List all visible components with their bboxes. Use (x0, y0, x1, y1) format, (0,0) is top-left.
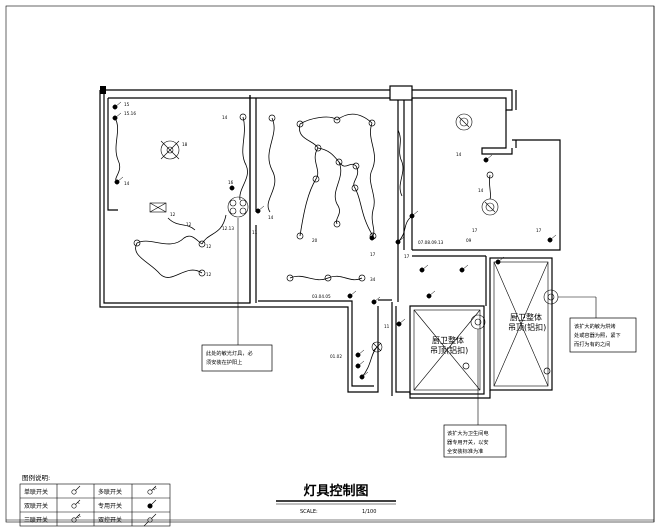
drawing-frame (5, 5, 655, 523)
label-n10: 12 (206, 244, 212, 249)
scale-label: SCALE: (300, 509, 318, 515)
scale-value: 1/100 (362, 509, 376, 515)
label-n4: 18 (182, 142, 188, 147)
triple-switch-icon (71, 513, 81, 523)
svg-text:此处的敏光灯具，必: 此处的敏光灯具，必 (206, 349, 254, 357)
multi-switch-icon (147, 485, 157, 495)
svg-text:厨卫整体: 厨卫整体 (432, 335, 464, 345)
title-block: 灯具控制图 SCALE: 1/100 (276, 483, 396, 515)
legend-double-switch-label: 双联开关 (24, 502, 48, 510)
label-n8: 11 (252, 230, 258, 235)
bath-fan-icon (470, 314, 486, 330)
label-n24: 14 (268, 215, 274, 220)
svg-text:全安装标准为准: 全安装标准为准 (447, 447, 483, 455)
bath-fan-icon-2 (543, 289, 559, 305)
svg-text:厨卫整体: 厨卫整体 (510, 312, 542, 322)
svg-text:该扩大为卫生间电: 该扩大为卫生间电 (447, 429, 489, 437)
dining-lamp-icon (481, 198, 499, 216)
svg-text:吊顶(铝扣): 吊顶(铝扣) (508, 322, 546, 332)
legend-dual-control-switch-label: 双控开关 (98, 516, 122, 524)
label-n11: 12 (206, 272, 212, 277)
label-n9: 20 (312, 238, 318, 243)
label-n23: 11 (384, 324, 390, 329)
svg-text:器专用开关，以安: 器专用开关，以安 (447, 438, 489, 446)
svg-text:处或容器为照，紧下: 处或容器为照，紧下 (574, 331, 621, 339)
label-n17: 14 (478, 188, 484, 193)
svg-text:而打为有的之间: 而打为有的之间 (574, 340, 610, 348)
label-n7: 12.13 (222, 226, 234, 231)
legend-triple-switch-label: 三联开关 (24, 516, 48, 524)
dual-control-switch-icon (143, 513, 157, 527)
label-n21: 03.04.05 (312, 294, 331, 299)
callout-bottom: 该扩大为卫生间电 器专用开关，以安 全安装标准为准 (443, 329, 507, 458)
label-n20: 34 (370, 277, 376, 282)
double-switch-icon (71, 499, 81, 509)
label-n13: 12 (186, 222, 192, 227)
fixtures (112, 101, 559, 380)
label-n25: 17 (404, 254, 410, 259)
label-n16: 14 (456, 152, 462, 157)
label-n14: 17 (370, 252, 376, 257)
single-switch-icon (71, 485, 81, 495)
legend-header: 图例说明: (22, 473, 50, 482)
legend-single-switch-label: 单联开关 (24, 488, 48, 496)
svg-text:吊顶(铝扣): 吊顶(铝扣) (430, 345, 468, 355)
dedicated-switch-icon (147, 499, 157, 509)
callout-right: 该扩大的敏为烘烤 处或容器为照，紧下 而打为有的之间 (558, 296, 637, 353)
svg-text:该扩大的敏为烘烤: 该扩大的敏为烘烤 (574, 322, 616, 330)
drawing-title: 灯具控制图 (303, 483, 368, 499)
kitchen-lamp-icon (455, 113, 473, 131)
bath1-label: 厨卫整体 吊顶(铝扣) (430, 335, 468, 355)
svg-text:须安装在护阳上: 须安装在护阳上 (206, 358, 242, 366)
bath2-label: 厨卫整体 吊顶(铝扣) (508, 312, 546, 332)
label-n5: 14 (124, 181, 130, 186)
label-n26: 09 (466, 238, 472, 243)
legend: 图例说明: 单联开关 双联开关 三联开关 多联开关 专用开关 双控开关 (19, 473, 171, 527)
label-n1: 15 (124, 102, 130, 107)
wall-box-icon (149, 202, 167, 213)
label-n15: 07.08.09.13 (418, 240, 444, 245)
label-n2: 15.16 (124, 111, 136, 116)
label-n6: 16 (228, 180, 234, 185)
label-n12: 12 (170, 212, 176, 217)
ceiling-lamp-icon (160, 140, 180, 160)
label-n19: 17 (536, 228, 542, 233)
combo-lamp-icon (227, 196, 249, 218)
callout-left: 此处的敏光灯具，必 须安装在护阳上 (201, 218, 273, 372)
wiring (114, 113, 491, 378)
legend-dedicated-switch-label: 专用开关 (98, 502, 122, 510)
legend-multi-switch-label: 多联开关 (98, 488, 122, 496)
label-n18: 17 (472, 228, 478, 233)
fixture-labels: 15 15.16 14 18 14 16 12.13 11 20 12 12 1… (124, 102, 542, 359)
walls (99, 85, 561, 399)
label-n22: 01.02 (330, 354, 342, 359)
label-n3: 14 (222, 115, 228, 120)
